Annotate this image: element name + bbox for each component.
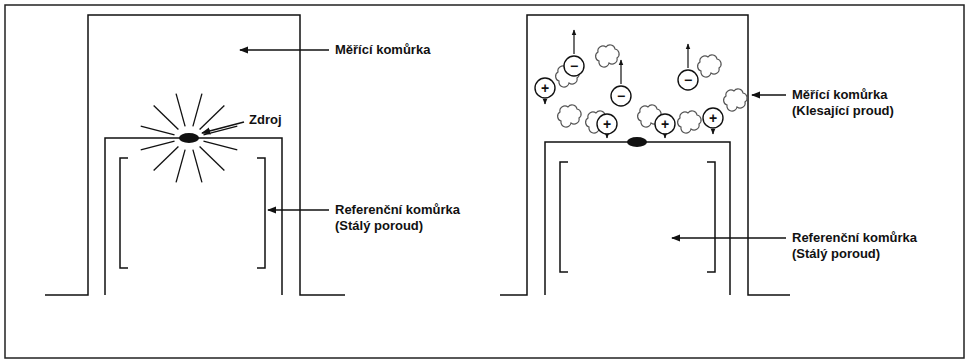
smoke-particle xyxy=(724,89,748,111)
leader-arrow xyxy=(752,94,786,95)
reference-chamber xyxy=(105,138,282,295)
ion-arrow xyxy=(573,30,574,54)
ray xyxy=(200,105,225,129)
ray xyxy=(176,94,185,127)
ion-circle: + xyxy=(654,113,676,135)
ion-circle: + xyxy=(596,113,618,135)
leader-arrow xyxy=(240,49,329,50)
ion-sign: − xyxy=(677,69,699,91)
ion-arrow xyxy=(664,136,665,138)
ray xyxy=(141,126,175,135)
ion-arrow xyxy=(687,44,688,68)
ion-sign: + xyxy=(702,107,724,129)
ray xyxy=(203,141,237,150)
leader-arrow xyxy=(672,237,786,238)
ion-sign: + xyxy=(654,113,676,135)
ion-circle: − xyxy=(563,55,585,77)
ion-arrow xyxy=(620,60,621,84)
ray xyxy=(154,146,179,170)
leader-arrow xyxy=(268,209,329,210)
ray xyxy=(203,126,237,135)
callout-label: Referenční komůrka (Stálý poroud) xyxy=(335,202,485,234)
ray xyxy=(176,150,185,183)
ion-circle: − xyxy=(610,85,632,107)
ray xyxy=(193,94,202,127)
ray xyxy=(141,141,175,150)
electrode xyxy=(120,158,265,268)
ion-sign: + xyxy=(596,113,618,135)
smoke-particles xyxy=(556,45,748,133)
ion-circle: + xyxy=(702,107,724,129)
frame xyxy=(5,5,964,358)
ion-sign: + xyxy=(534,77,556,99)
callout-label: Měřící komůrka xyxy=(335,42,485,58)
ion-arrows xyxy=(545,30,713,138)
callout-label: Měřící komůrka (Klesající proud) xyxy=(792,87,942,119)
source xyxy=(627,137,647,147)
ion-arrow xyxy=(712,130,713,134)
ray xyxy=(200,146,225,170)
radiation-rays xyxy=(141,94,238,183)
smoke-particle xyxy=(558,105,582,127)
smoke-particle xyxy=(698,55,722,77)
smoke-particle xyxy=(678,111,702,133)
ion-circle: − xyxy=(677,69,699,91)
ray xyxy=(154,105,179,129)
callout-label: Referenční komůrka (Stálý poroud) xyxy=(792,230,942,262)
ion-sign: − xyxy=(610,85,632,107)
electrode xyxy=(560,162,715,272)
ray xyxy=(193,150,202,183)
measuring-chamber xyxy=(500,15,790,295)
reference-chamber xyxy=(545,142,730,295)
ion-arrow xyxy=(544,100,545,104)
ion-sign: − xyxy=(563,55,585,77)
leader-arrow xyxy=(202,122,244,133)
callout-label: Zdroj xyxy=(249,112,399,128)
ion-arrow xyxy=(606,136,607,138)
ion-circle: + xyxy=(534,77,556,99)
measuring-chamber xyxy=(45,15,345,295)
source xyxy=(179,133,199,143)
smoke-particle xyxy=(596,45,620,67)
